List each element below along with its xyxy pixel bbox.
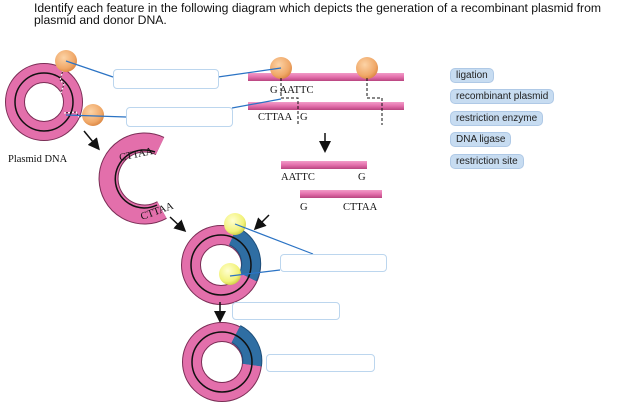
leader-line bbox=[234, 223, 314, 255]
drop-target-recombinant-plasmid[interactable] bbox=[266, 354, 375, 372]
donor-fragment-top bbox=[281, 161, 367, 169]
fragment-sequence: G bbox=[358, 172, 366, 183]
arrow-icon bbox=[169, 216, 187, 233]
drop-target-dna-ligase[interactable] bbox=[280, 254, 387, 272]
leader-line bbox=[231, 98, 282, 109]
cut-line bbox=[366, 78, 383, 125]
drop-target-restriction-site[interactable] bbox=[126, 107, 233, 127]
answer-chip-restriction-site[interactable]: restriction site bbox=[450, 154, 524, 169]
plasmid-dna bbox=[5, 63, 91, 141]
leader-line bbox=[217, 67, 282, 78]
instructions-text: Identify each feature in the following d… bbox=[34, 1, 602, 27]
donor-dna-bottom-strand bbox=[248, 102, 404, 110]
donor-fragment-bottom bbox=[300, 190, 382, 198]
leader-line bbox=[229, 269, 281, 277]
recombinant-plasmid bbox=[182, 322, 263, 402]
restriction-enzyme-icon bbox=[82, 104, 104, 126]
ligation-plasmid bbox=[181, 225, 262, 305]
restriction-enzyme-icon bbox=[356, 57, 378, 79]
leader-line bbox=[65, 114, 127, 118]
plasmid-dna-label: Plasmid DNA bbox=[8, 154, 68, 165]
donor-sequence-top: G AATTC bbox=[270, 85, 313, 96]
fragment-sequence: CTTAA bbox=[343, 202, 378, 213]
fragment-sequence: G bbox=[300, 202, 308, 213]
answer-chip-restriction-enzyme[interactable]: restriction enzyme bbox=[450, 111, 544, 126]
drop-target-ligation[interactable] bbox=[232, 302, 340, 320]
fragment-sequence: AATTC bbox=[281, 172, 315, 183]
leader-line bbox=[65, 60, 114, 78]
arrow-icon bbox=[83, 130, 100, 151]
answer-chip-dna-ligase[interactable]: DNA ligase bbox=[450, 132, 512, 147]
cut-line bbox=[280, 78, 299, 125]
cut-plasmid bbox=[98, 132, 167, 225]
answer-chip-recombinant-plasmid[interactable]: recombinant plasmid bbox=[450, 89, 555, 104]
answer-chip-ligation[interactable]: ligation bbox=[450, 68, 494, 83]
drop-target-restriction-enzyme[interactable] bbox=[113, 69, 219, 89]
donor-dna-top-strand bbox=[248, 73, 404, 81]
donor-sequence-bottom-right: G bbox=[300, 112, 308, 123]
arrow-icon bbox=[253, 214, 270, 231]
donor-sequence-bottom-left: CTTAA bbox=[258, 112, 293, 123]
dna-ligase-icon bbox=[219, 263, 241, 285]
